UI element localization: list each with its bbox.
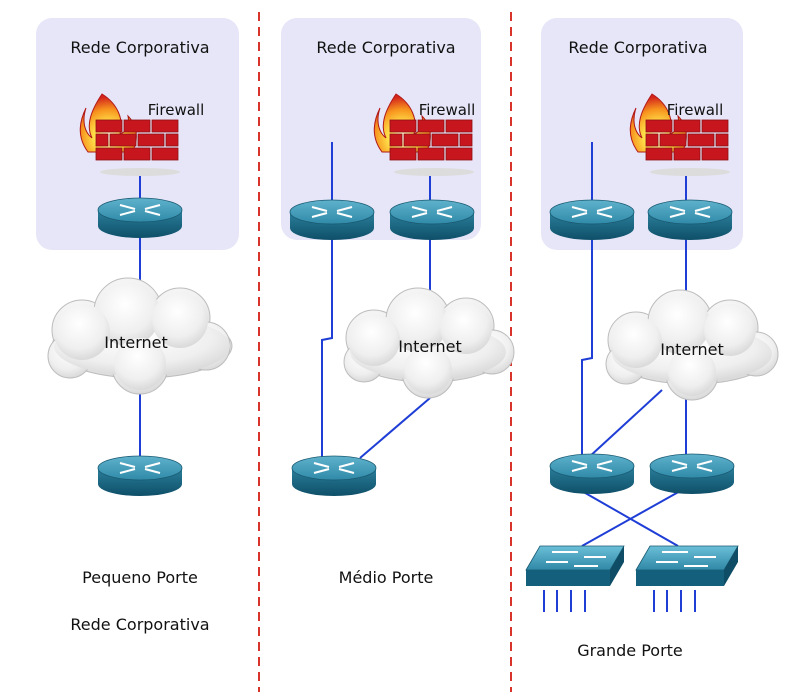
- link-line: [579, 489, 679, 547]
- switch-icon: [635, 545, 739, 612]
- zone-title: Rede Corporativa: [70, 38, 209, 57]
- corporate-zone-small: [36, 18, 239, 250]
- cloud-icon: [47, 277, 233, 395]
- router-icon: [97, 455, 183, 496]
- firewall-icon: [629, 93, 730, 176]
- router-icon: [649, 453, 735, 494]
- firewall-icon: [373, 93, 474, 176]
- router-icon: [549, 199, 635, 240]
- firewall-label: Firewall: [419, 101, 476, 119]
- cloud-label: Internet: [660, 340, 724, 359]
- zone-title: Rede Corporativa: [316, 38, 455, 57]
- link-line: [587, 389, 663, 459]
- cloud-label: Internet: [398, 337, 462, 356]
- link-line: [321, 235, 333, 460]
- router-icon: [549, 453, 635, 494]
- router-icon: [291, 455, 377, 496]
- firewall-icon: [79, 93, 180, 176]
- caption-line: Rede Corporativa: [70, 615, 209, 634]
- link-line: [581, 235, 593, 458]
- link-line: [359, 397, 431, 459]
- caption-line: Pequeno Porte: [82, 568, 198, 587]
- cloud-label: Internet: [104, 333, 168, 352]
- switch-icon: [525, 545, 625, 612]
- router-icon: [97, 197, 183, 238]
- cloud-icon: [343, 287, 515, 399]
- router-icon: [389, 199, 475, 240]
- link-line: [581, 489, 683, 547]
- cloud-icon: [605, 289, 779, 401]
- firewall-label: Firewall: [148, 101, 205, 119]
- router-icon: [289, 199, 375, 240]
- caption-line: Médio Porte: [339, 568, 434, 587]
- caption-line: Grande Porte: [577, 641, 683, 660]
- firewall-label: Firewall: [667, 101, 724, 119]
- router-icon: [647, 199, 733, 240]
- zone-title: Rede Corporativa: [568, 38, 707, 57]
